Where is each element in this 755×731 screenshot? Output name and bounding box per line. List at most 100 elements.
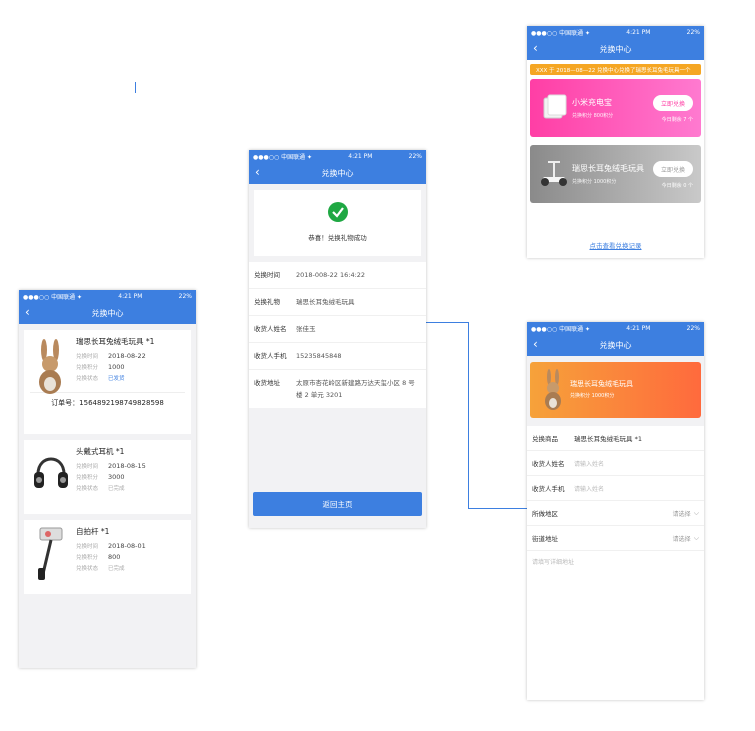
detail-label: 收货人姓名 <box>254 325 287 333</box>
redeem-button[interactable]: 立即兑换 <box>653 95 693 111</box>
product-points: 兑换积分 1000积分 <box>572 179 617 185</box>
order-title: 瑞思长耳兔绒毛玩具 *1 <box>76 337 155 346</box>
balance-scooter-icon <box>541 161 567 186</box>
product-name: 瑞思长耳兔绒毛玩具 <box>570 380 633 388</box>
field-label: 兑换积分 <box>76 555 99 561</box>
field-label: 兑换商品 <box>532 435 558 443</box>
time-label: 4:21 PM <box>348 152 373 160</box>
back-icon[interactable]: ‹ <box>533 337 538 351</box>
nav-bar: ‹ 兑换中心 <box>249 162 426 184</box>
status-bar: ●●●○○ 中国联通 ✦ 4:21 PM 22% <box>249 150 426 162</box>
detail-value: 15235845848 <box>296 352 342 360</box>
product-card-plush-rabbit[interactable]: 瑞思长耳兔绒毛玩具 兑换积分 1000积分 立即兑换 今日剩余 0 个 <box>530 145 701 203</box>
plush-rabbit-icon <box>545 369 561 410</box>
product-points: 兑换积分 1000积分 <box>570 393 615 399</box>
order-points: 800 <box>108 553 121 561</box>
power-bank-icon <box>543 94 567 119</box>
detail-row: 收货人姓名 张佳玉 <box>249 316 426 343</box>
product-card-power-bank[interactable]: 小米充电宝 兑换积分 800积分 立即兑换 今日剩余 7 个 <box>530 79 701 137</box>
view-records-link[interactable]: 点击查看兑换记录 <box>589 242 642 250</box>
plush-rabbit-icon <box>39 339 61 394</box>
field-label: 兑换状态 <box>76 376 99 382</box>
address-form-screen: ●●●○○ 中国联通 ✦ 4:21 PM 22% ‹ 兑换中心 瑞思长耳兔绒毛玩… <box>527 322 704 700</box>
selected-product-card: 瑞思长耳兔绒毛玩具 兑换积分 1000积分 <box>530 362 701 418</box>
exchange-notice-ticker: XXX 于 2018—08—22 兑换中心兑换了瑞思长耳兔毛玩具一个 <box>530 64 701 75</box>
selfie-stick-icon <box>38 527 63 580</box>
order-title: 自拍杆 *1 <box>76 527 110 536</box>
carrier-label: ●●●○○ 中国联通 ✦ <box>253 153 313 161</box>
detail-address-input[interactable]: 请填写详细地址 <box>532 559 575 566</box>
detail-value: 张佳玉 <box>296 325 316 333</box>
form-row-street[interactable]: 街道地址 请选择 ⌵ <box>527 526 704 551</box>
time-label: 4:21 PM <box>626 28 651 36</box>
field-label: 收货人手机 <box>532 485 565 493</box>
field-label: 兑换时间 <box>76 464 99 470</box>
street-select[interactable]: 请选择 <box>672 535 691 543</box>
field-label: 兑换状态 <box>76 486 99 492</box>
remaining-count: 今日剩余 0 个 <box>661 183 693 189</box>
field-label: 兑换时间 <box>76 354 99 360</box>
status-bar: ●●●○○ 中国联通 ✦ 4:21 PM 22% <box>19 290 196 302</box>
check-circle-icon <box>327 202 348 222</box>
form-row-phone[interactable]: 收货人手机 请输入姓名 <box>527 476 704 501</box>
exchange-center-screen: ●●●○○ 中国联通 ✦ 4:21 PM 22% ‹ 兑换中心 XXX 于 20… <box>527 26 704 258</box>
detail-value: 瑞思长耳兔绒毛玩具 <box>296 298 355 306</box>
field-label: 所做地区 <box>532 510 558 518</box>
product-value: 瑞思长耳兔绒毛玩具 *1 <box>574 435 642 443</box>
nav-title: 兑换中心 <box>599 340 632 350</box>
product-name: 小米充电宝 <box>572 98 612 107</box>
battery-label: 22% <box>686 324 700 332</box>
return-home-button[interactable]: 返回主页 <box>253 492 422 516</box>
time-label: 4:21 PM <box>118 292 143 300</box>
nav-title: 兑换中心 <box>321 168 354 178</box>
nav-bar: ‹ 兑换中心 <box>19 302 196 324</box>
redeem-button[interactable]: 立即兑换 <box>653 161 693 177</box>
order-card[interactable]: 头戴式耳机 *1 兑换时间 2018-08-15 兑换积分 3000 兑换状态 已完成 <box>24 440 191 514</box>
name-input[interactable]: 请输入姓名 <box>574 460 605 468</box>
headphones-icon <box>34 457 68 488</box>
field-label: 兑换状态 <box>76 566 99 572</box>
detail-value: 太原市杏花岭区新建路万达天玺小区 8 号楼 2 单元 3201 <box>296 379 415 399</box>
form-row-name[interactable]: 收货人姓名 请输入姓名 <box>527 451 704 476</box>
success-panel: 恭喜！兑换礼物成功 <box>254 190 421 256</box>
remaining-count: 今日剩余 7 个 <box>661 117 693 123</box>
status-badge: 已发货 <box>108 376 125 382</box>
field-label: 街道地址 <box>532 535 558 543</box>
nav-bar: ‹ 兑换中心 <box>527 38 704 60</box>
battery-label: 22% <box>408 152 422 160</box>
chevron-down-icon: ⌵ <box>693 508 699 517</box>
order-time: 2018-08-01 <box>108 542 146 550</box>
detail-row: 收货地址太原市杏花岭区新建路万达天玺小区 8 号楼 2 单元 3201 <box>249 370 426 408</box>
status-bar: ●●●○○ 中国联通 ✦ 4:21 PM 22% <box>527 26 704 38</box>
field-label: 兑换积分 <box>76 475 99 481</box>
back-icon[interactable]: ‹ <box>533 41 538 55</box>
exchange-success-screen: ●●●○○ 中国联通 ✦ 4:21 PM 22% ‹ 兑换中心 恭喜！兑换礼物成… <box>249 150 426 528</box>
nav-title: 兑换中心 <box>599 44 632 54</box>
order-time: 2018-08-22 <box>108 352 146 360</box>
carrier-label: ●●●○○ 中国联通 ✦ <box>531 29 591 37</box>
phone-input[interactable]: 请输入姓名 <box>574 485 605 493</box>
order-title: 头戴式耳机 *1 <box>76 447 125 456</box>
form-row-region[interactable]: 所做地区 请选择 ⌵ <box>527 501 704 526</box>
detail-label: 兑换礼物 <box>254 298 280 306</box>
back-icon[interactable]: ‹ <box>25 305 30 319</box>
status-badge: 已完成 <box>108 486 125 492</box>
field-label: 收货人姓名 <box>532 460 565 468</box>
carrier-label: ●●●○○ 中国联通 ✦ <box>531 325 591 333</box>
time-label: 4:21 PM <box>626 324 651 332</box>
back-icon[interactable]: ‹ <box>255 165 260 179</box>
order-time: 2018-08-15 <box>108 462 146 470</box>
product-name: 瑞思长耳兔绒毛玩具 <box>572 164 644 173</box>
detail-value: 2018-008-22 16:4:22 <box>296 271 366 279</box>
region-select[interactable]: 请选择 <box>672 510 691 518</box>
battery-label: 22% <box>686 28 700 36</box>
nav-title: 兑换中心 <box>91 308 124 318</box>
field-label: 兑换时间 <box>76 544 99 550</box>
order-points: 3000 <box>108 473 125 481</box>
success-message: 恭喜！兑换礼物成功 <box>308 234 367 242</box>
